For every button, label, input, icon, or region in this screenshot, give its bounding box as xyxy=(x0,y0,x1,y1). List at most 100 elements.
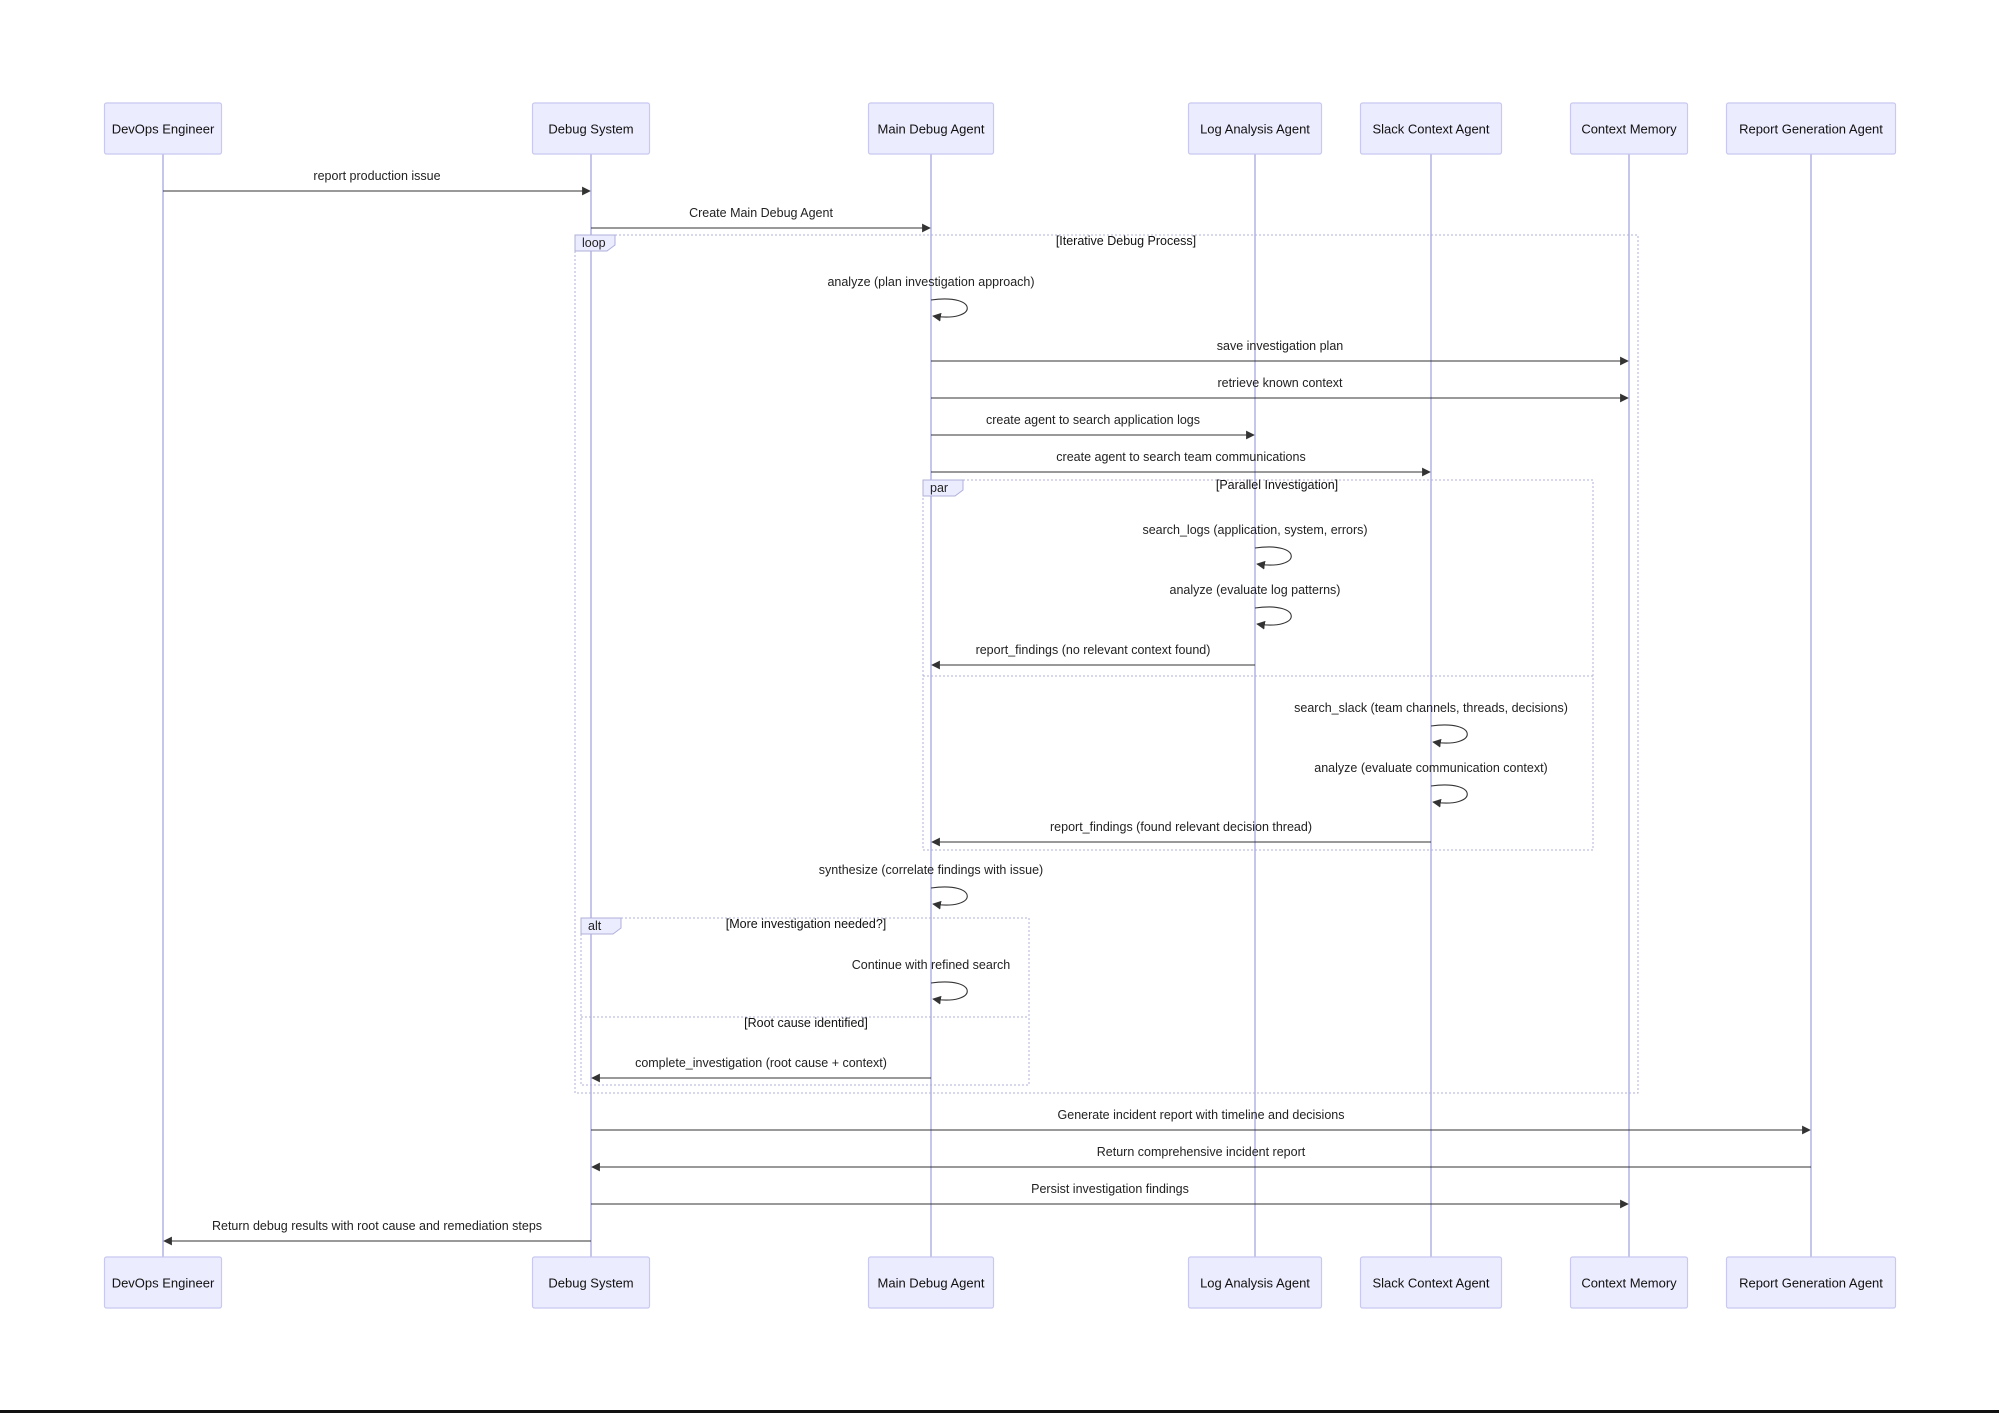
actor-box xyxy=(1725,1256,1897,1309)
actor-devops-bottom: DevOps Engineer xyxy=(103,1256,223,1309)
message: search_logs (application, system, errors… xyxy=(1142,523,1368,570)
actor-slack-bottom: Slack Context Agent xyxy=(1359,1256,1503,1309)
frame-condition: [Root cause identified] xyxy=(744,1016,868,1030)
actor-label: Debug System xyxy=(548,1276,633,1291)
actor-slack-top: Slack Context Agent xyxy=(1359,102,1503,155)
actor-devops-top: DevOps Engineer xyxy=(103,102,223,155)
message-label: create agent to search application logs xyxy=(986,413,1200,427)
frame-loop: loop [Iterative Debug Process] xyxy=(574,234,1639,1094)
actor-log-top: Log Analysis Agent xyxy=(1187,102,1323,155)
message-label: Create Main Debug Agent xyxy=(689,206,833,220)
actor-label: Log Analysis Agent xyxy=(1200,1276,1310,1291)
message-label: Return debug results with root cause and… xyxy=(212,1219,542,1233)
actor-box xyxy=(867,102,995,155)
frame-border xyxy=(574,234,1639,1094)
message: synthesize (correlate findings with issu… xyxy=(819,863,1043,910)
actor-report-bottom: Report Generation Agent xyxy=(1725,1256,1897,1309)
actor-box xyxy=(1569,1256,1689,1309)
message-label: Return comprehensive incident report xyxy=(1097,1145,1306,1159)
actor-log-bottom: Log Analysis Agent xyxy=(1187,1256,1323,1309)
actor-box xyxy=(1725,102,1897,155)
message-label: complete_investigation (root cause + con… xyxy=(635,1056,887,1070)
message: create agent to search team communicatio… xyxy=(931,450,1431,477)
message-label: analyze (evaluate communication context) xyxy=(1314,761,1547,775)
message: complete_investigation (root cause + con… xyxy=(591,1056,931,1083)
message-label: analyze (evaluate log patterns) xyxy=(1170,583,1341,597)
actor-memory-top: Context Memory xyxy=(1569,102,1689,155)
actor-box xyxy=(103,102,223,155)
message-label: report_findings (found relevant decision… xyxy=(1050,820,1312,834)
frame-alt: alt [More investigation needed?] [Root cau… xyxy=(580,917,1030,1086)
message: analyze (plan investigation approach) xyxy=(827,275,1035,322)
actor-label: DevOps Engineer xyxy=(112,122,215,137)
actor-box xyxy=(1569,102,1689,155)
actor-main-top: Main Debug Agent xyxy=(867,102,995,155)
message-label: report_findings (no relevant context fou… xyxy=(976,643,1211,657)
message-label: Continue with refined search xyxy=(852,958,1010,972)
self-message-arrow xyxy=(1254,606,1292,630)
message: save investigation plan xyxy=(931,339,1629,366)
frame-condition: [More investigation needed?] xyxy=(726,917,887,931)
self-message-arrow xyxy=(1430,784,1468,808)
message-label: search_logs (application, system, errors… xyxy=(1142,523,1367,537)
message-label: analyze (plan investigation approach) xyxy=(827,275,1034,289)
message: Create Main Debug Agent xyxy=(591,206,931,233)
actor-label: Debug System xyxy=(548,122,633,137)
actor-main-bottom: Main Debug Agent xyxy=(867,1256,995,1309)
message-label: Generate incident report with timeline a… xyxy=(1058,1108,1345,1122)
actor-box xyxy=(1187,102,1323,155)
message: report_findings (no relevant context fou… xyxy=(931,643,1255,670)
message: Persist investigation findings xyxy=(591,1182,1629,1209)
message: report_findings (found relevant decision… xyxy=(931,820,1431,847)
message-label: synthesize (correlate findings with issu… xyxy=(819,863,1043,877)
bottom-border xyxy=(0,1410,1999,1413)
actor-system-top: Debug System xyxy=(531,102,651,155)
message-label: create agent to search team communicatio… xyxy=(1056,450,1305,464)
actor-box xyxy=(1187,1256,1323,1309)
self-message-arrow xyxy=(930,981,968,1005)
actor-label: Context Memory xyxy=(1581,1276,1677,1291)
message: Return comprehensive incident report xyxy=(591,1145,1811,1172)
actor-memory-bottom: Context Memory xyxy=(1569,1256,1689,1309)
frame-border xyxy=(580,917,1030,1086)
message: analyze (evaluate log patterns) xyxy=(1170,583,1341,630)
actor-report-top: Report Generation Agent xyxy=(1725,102,1897,155)
self-message-arrow xyxy=(1430,724,1468,748)
message: analyze (evaluate communication context) xyxy=(1314,761,1548,808)
actor-label: Main Debug Agent xyxy=(878,1276,985,1291)
frame-tag-label: par xyxy=(930,481,948,495)
actor-label: Slack Context Agent xyxy=(1372,1276,1489,1291)
frame-condition: [Iterative Debug Process] xyxy=(1056,234,1196,248)
actor-box xyxy=(103,1256,223,1309)
actor-label: Log Analysis Agent xyxy=(1200,122,1310,137)
frame-tag-label: alt xyxy=(588,919,602,933)
actor-box xyxy=(867,1256,995,1309)
actor-box xyxy=(1359,1256,1503,1309)
message: search_slack (team channels, threads, de… xyxy=(1294,701,1568,748)
message-label: search_slack (team channels, threads, de… xyxy=(1294,701,1568,715)
actor-box xyxy=(531,1256,651,1309)
frame-par: par [Parallel Investigation] xyxy=(922,478,1594,851)
message: Continue with refined search xyxy=(852,958,1010,1005)
self-message-arrow xyxy=(930,298,968,322)
frame-tag xyxy=(922,479,964,497)
self-message-arrow xyxy=(1254,546,1292,570)
message-label: retrieve known context xyxy=(1217,376,1343,390)
frame-tag xyxy=(574,234,616,252)
message: report production issue xyxy=(163,169,591,196)
actor-label: Context Memory xyxy=(1581,122,1677,137)
actor-system-bottom: Debug System xyxy=(531,1256,651,1309)
frame-condition: [Parallel Investigation] xyxy=(1216,478,1338,492)
message: Generate incident report with timeline a… xyxy=(591,1108,1811,1135)
actor-label: Slack Context Agent xyxy=(1372,122,1489,137)
self-message-arrow xyxy=(930,886,968,910)
actor-label: DevOps Engineer xyxy=(112,1276,215,1291)
frame-tag-label: loop xyxy=(582,236,606,250)
actor-box xyxy=(531,102,651,155)
message: create agent to search application logs xyxy=(931,413,1255,440)
actor-label: Report Generation Agent xyxy=(1739,1276,1883,1291)
message: retrieve known context xyxy=(931,376,1629,403)
message-label: Persist investigation findings xyxy=(1031,1182,1189,1196)
actor-label: Main Debug Agent xyxy=(878,122,985,137)
